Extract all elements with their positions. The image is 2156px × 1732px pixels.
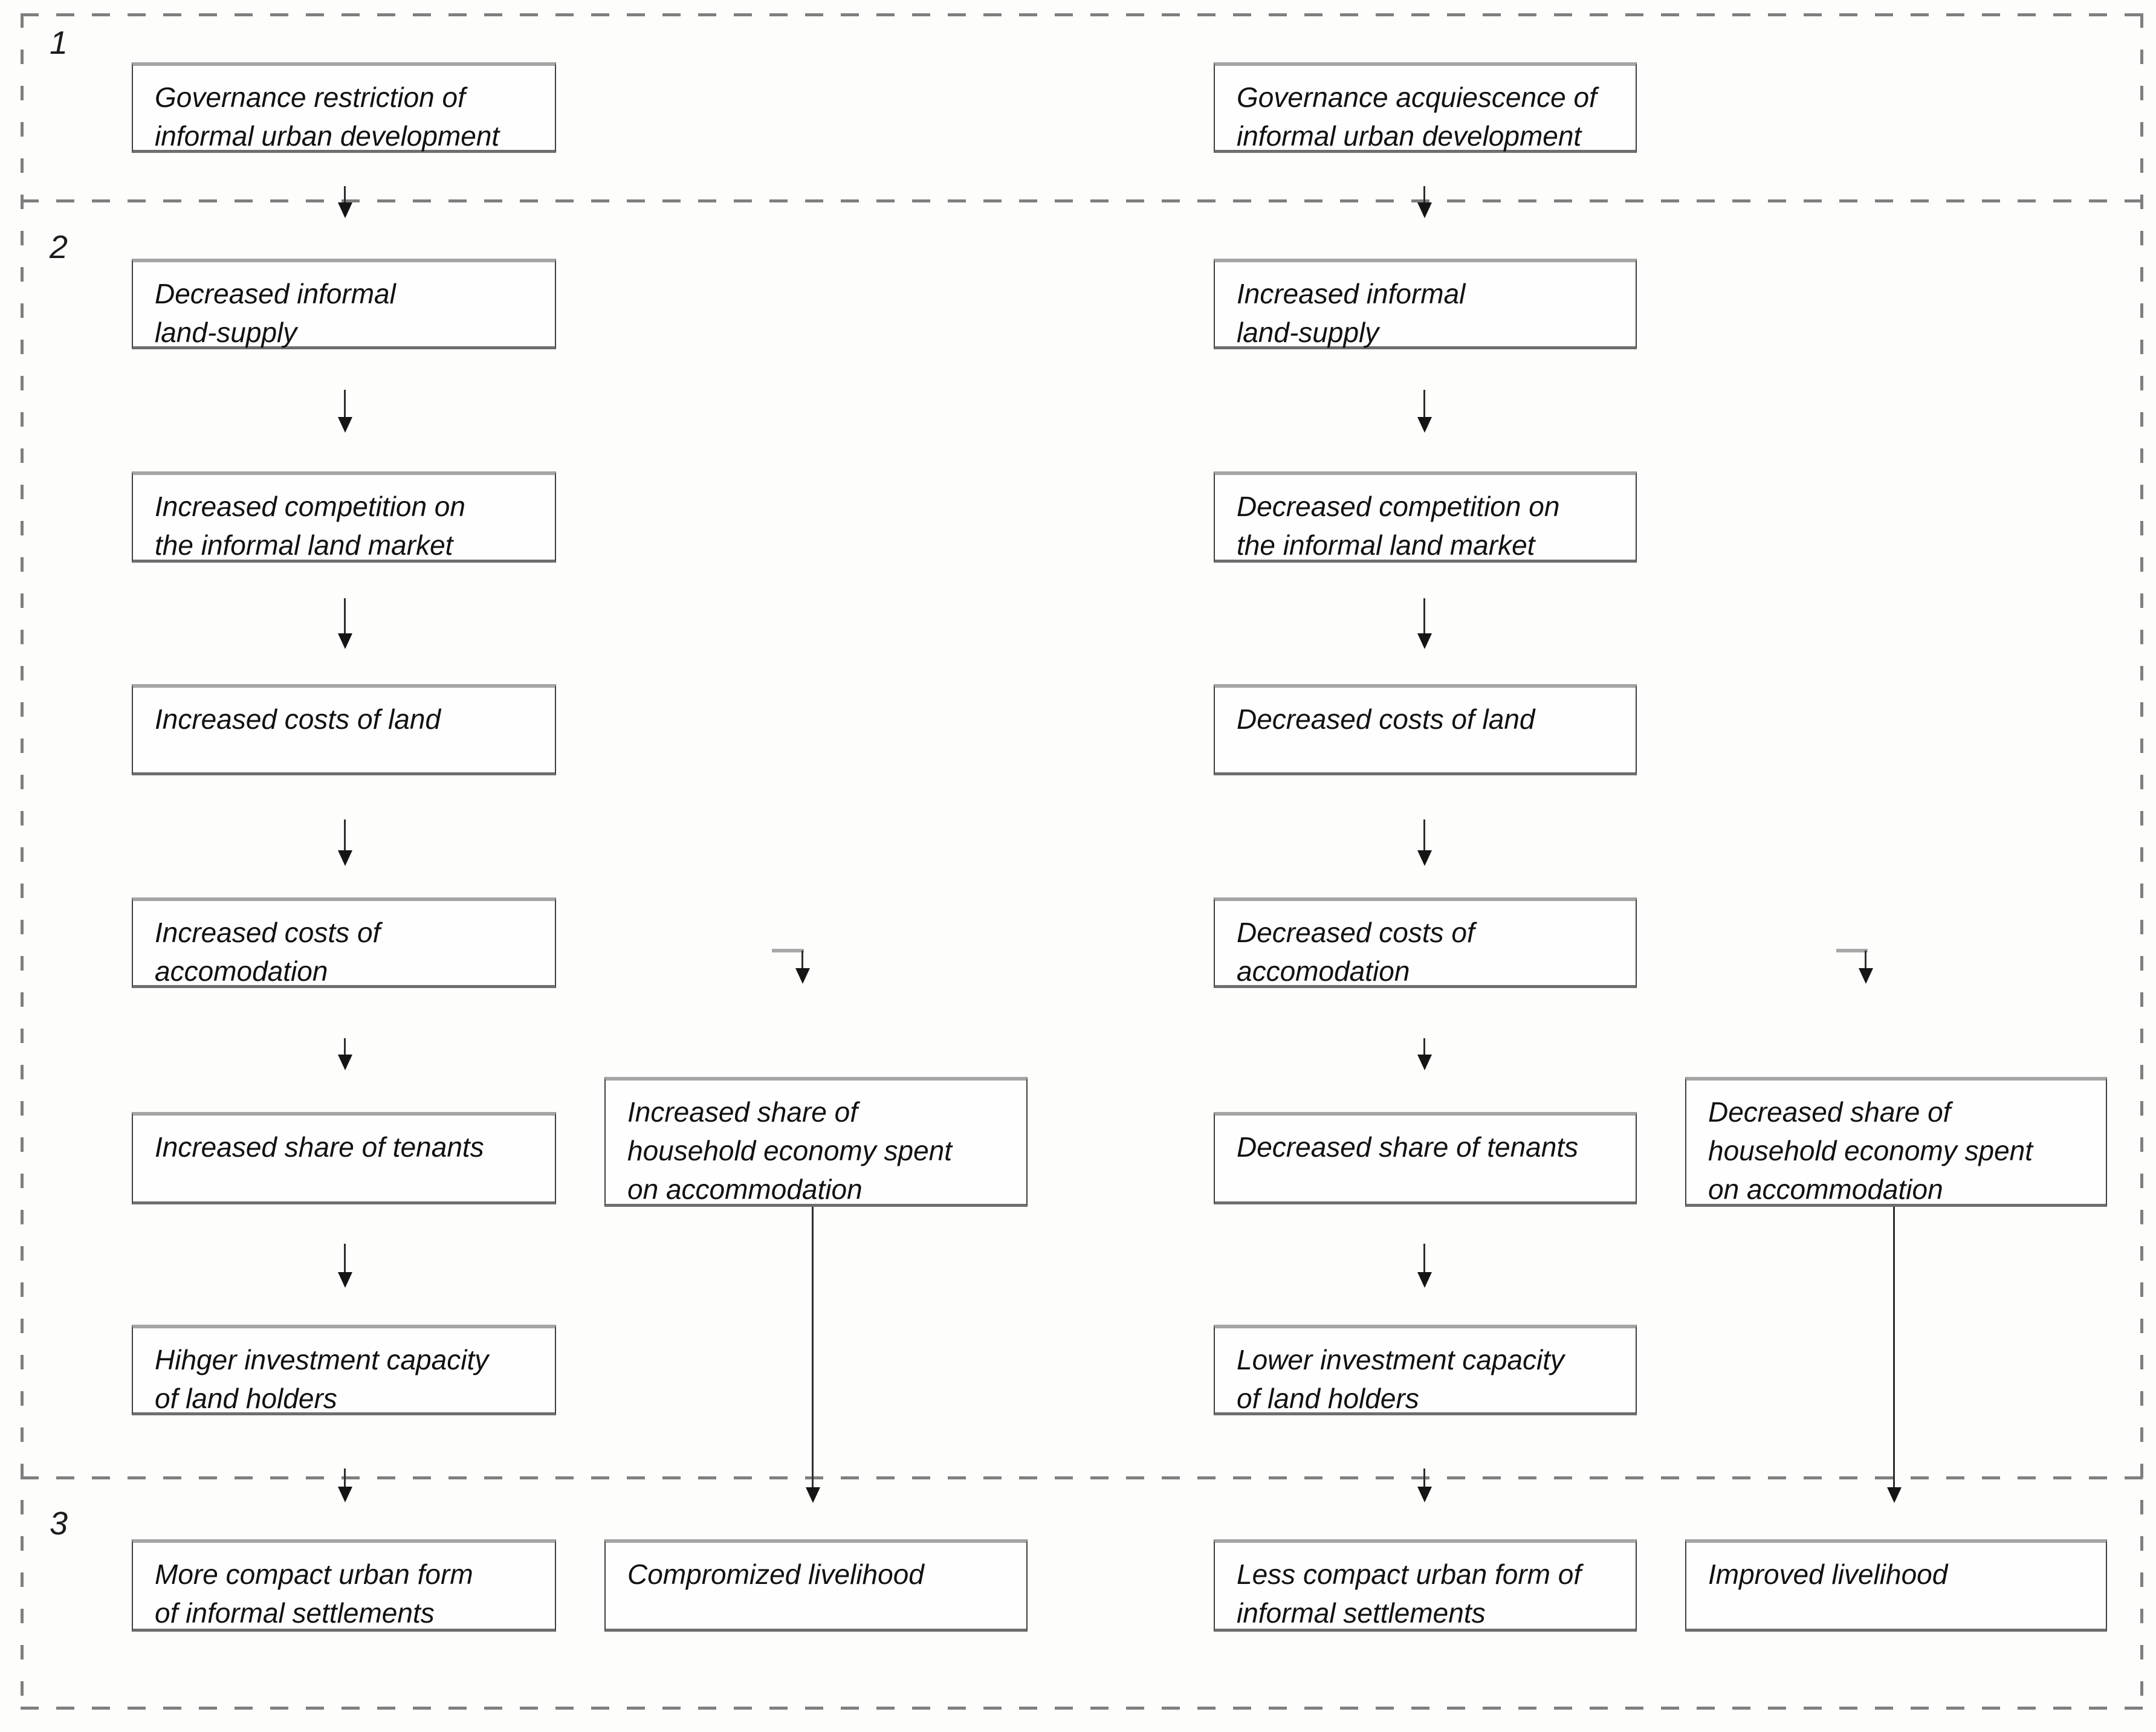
box-label: Increased informal land-supply bbox=[1237, 278, 1466, 348]
box-decreased-household-spend: Decreased share of household economy spe… bbox=[1685, 1077, 2107, 1207]
box-improved-livelihood: Improved livelihood bbox=[1685, 1539, 2107, 1632]
box-more-compact-urban-form: More compact urban form of informal sett… bbox=[132, 1539, 556, 1632]
box-label: Increased competition on the informal la… bbox=[155, 491, 465, 561]
box-governance-acquiescence: Governance acquiescence of informal urba… bbox=[1214, 62, 1637, 153]
box-label: Decreased costs of land bbox=[1237, 703, 1535, 735]
arrow-down-icon bbox=[338, 390, 352, 433]
outer-border-bottom bbox=[21, 1707, 2143, 1710]
outer-border-left bbox=[21, 13, 24, 1710]
box-higher-investment-capacity: Hihger investment capacity of land holde… bbox=[132, 1325, 556, 1415]
box-label: Decreased share of household economy spe… bbox=[1708, 1096, 2033, 1205]
box-increased-land-supply: Increased informal land-supply bbox=[1214, 259, 1637, 349]
box-decreased-land-costs: Decreased costs of land bbox=[1214, 684, 1637, 775]
box-decreased-tenants: Decreased share of tenants bbox=[1214, 1112, 1637, 1204]
box-increased-accommodation-costs: Increased costs of accomodation bbox=[132, 897, 556, 988]
section-label-1: 1 bbox=[50, 25, 68, 61]
box-less-compact-urban-form: Less compact urban form of informal sett… bbox=[1214, 1539, 1637, 1632]
arrow-down-icon bbox=[1417, 1038, 1432, 1070]
box-label: Improved livelihood bbox=[1708, 1559, 1948, 1590]
section-label-2: 2 bbox=[50, 229, 68, 265]
elbow-connector-line bbox=[1836, 949, 1868, 952]
section-divider-2-3 bbox=[21, 1476, 2143, 1479]
box-label: Increased share of household economy spe… bbox=[627, 1096, 953, 1205]
arrow-down-icon bbox=[1417, 390, 1432, 433]
outer-border-right bbox=[2140, 13, 2143, 1710]
elbow-arrow-down-icon bbox=[1859, 951, 1873, 984]
box-label: Decreased share of tenants bbox=[1237, 1131, 1579, 1163]
box-label: Increased costs of accomodation bbox=[155, 917, 381, 987]
arrow-down-icon bbox=[338, 186, 352, 218]
box-label: Decreased informal land-supply bbox=[155, 278, 396, 348]
arrow-down-icon bbox=[338, 598, 352, 649]
section-label-3: 3 bbox=[50, 1505, 68, 1542]
box-decreased-land-supply: Decreased informal land-supply bbox=[132, 259, 556, 349]
box-label: Increased share of tenants bbox=[155, 1131, 484, 1163]
box-label: Governance acquiescence of informal urba… bbox=[1237, 82, 1597, 152]
box-governance-restriction: Governance restriction of informal urban… bbox=[132, 62, 556, 153]
box-label: Hihger investment capacity of land holde… bbox=[155, 1344, 489, 1414]
long-arrow-down-icon bbox=[806, 1207, 820, 1503]
arrow-down-icon bbox=[1417, 1244, 1432, 1288]
box-increased-competition: Increased competition on the informal la… bbox=[132, 471, 556, 563]
box-decreased-competition: Decreased competition on the informal la… bbox=[1214, 471, 1637, 563]
box-increased-tenants: Increased share of tenants bbox=[132, 1112, 556, 1204]
section-divider-1-2 bbox=[21, 199, 2143, 202]
box-label: Compromized livelihood bbox=[627, 1559, 924, 1590]
arrow-down-icon bbox=[338, 1469, 352, 1502]
arrow-down-icon bbox=[1417, 598, 1432, 649]
arrow-down-icon bbox=[1417, 186, 1432, 218]
box-label: Increased costs of land bbox=[155, 703, 441, 735]
box-label: Decreased costs of accomodation bbox=[1237, 917, 1475, 987]
arrow-down-icon bbox=[338, 1244, 352, 1288]
box-label: More compact urban form of informal sett… bbox=[155, 1559, 473, 1629]
long-arrow-down-icon bbox=[1887, 1207, 1902, 1503]
box-increased-household-spend: Increased share of household economy spe… bbox=[604, 1077, 1028, 1207]
box-label: Less compact urban form of informal sett… bbox=[1237, 1559, 1582, 1629]
box-compromized-livelihood: Compromized livelihood bbox=[604, 1539, 1028, 1632]
box-increased-land-costs: Increased costs of land bbox=[132, 684, 556, 775]
elbow-arrow-down-icon bbox=[795, 951, 810, 984]
outer-border-top bbox=[21, 13, 2143, 16]
box-label: Lower investment capacity of land holder… bbox=[1237, 1344, 1565, 1414]
box-label: Decreased competition on the informal la… bbox=[1237, 491, 1560, 561]
arrow-down-icon bbox=[338, 819, 352, 866]
box-lower-investment-capacity: Lower investment capacity of land holder… bbox=[1214, 1325, 1637, 1415]
elbow-connector-line bbox=[772, 949, 804, 952]
box-label: Governance restriction of informal urban… bbox=[155, 82, 500, 152]
arrow-down-icon bbox=[1417, 1469, 1432, 1502]
arrow-down-icon bbox=[1417, 819, 1432, 866]
box-decreased-accommodation-costs: Decreased costs of accomodation bbox=[1214, 897, 1637, 988]
arrow-down-icon bbox=[338, 1038, 352, 1070]
